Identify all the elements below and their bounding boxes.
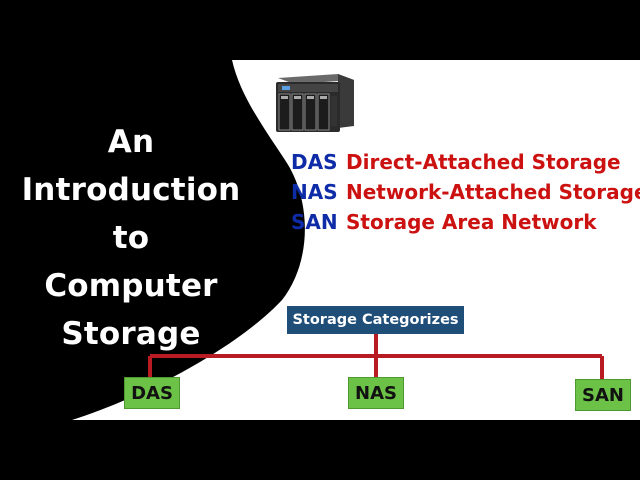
- full-name-label: Storage Area Network: [346, 210, 597, 234]
- storage-type-nas: NAS Network-Attached Storage: [291, 180, 640, 210]
- slide-title: An Introduction to Computer Storage: [20, 118, 242, 358]
- title-line: Introduction: [21, 172, 241, 208]
- title-line: An: [107, 124, 155, 160]
- full-name-label: Direct-Attached Storage: [346, 150, 621, 174]
- storage-type-list: DAS Direct-Attached Storage NAS Network-…: [291, 150, 640, 240]
- title-line: to: [112, 220, 150, 256]
- das-node: DAS: [124, 377, 180, 409]
- title-line: Storage: [61, 316, 201, 352]
- nas-enclosure-icon: [276, 74, 354, 132]
- nas-node: NAS: [348, 377, 404, 409]
- storage-categorizes-box: Storage Categorizes: [287, 306, 464, 334]
- title-line: Computer: [44, 268, 218, 304]
- content-panel: [72, 60, 640, 420]
- storage-type-san: SAN Storage Area Network: [291, 210, 640, 240]
- storage-type-das: DAS Direct-Attached Storage: [291, 150, 640, 180]
- full-name-label: Network-Attached Storage: [346, 180, 640, 204]
- abbr-label: SAN: [291, 210, 338, 234]
- san-node: SAN: [575, 379, 631, 411]
- abbr-label: DAS: [291, 150, 338, 174]
- abbr-label: NAS: [291, 180, 338, 204]
